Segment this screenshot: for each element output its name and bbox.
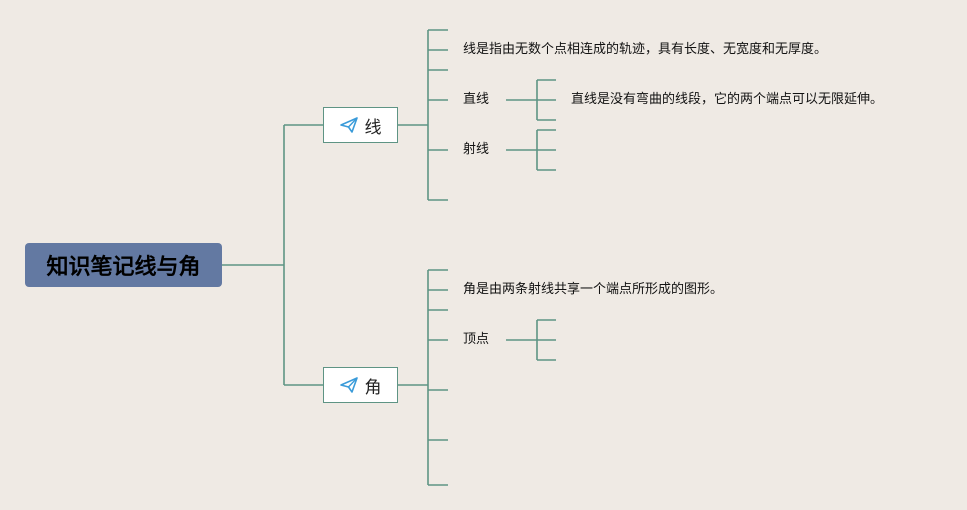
- ray-connector: [506, 129, 556, 171]
- angle-branch-ticks: [428, 269, 448, 486]
- root-title: 知识笔记线与角: [46, 255, 201, 280]
- branch-node-line[interactable]: 线: [323, 107, 398, 143]
- topic-ray[interactable]: 射线: [463, 142, 490, 157]
- branch-label-line: 线: [364, 117, 382, 138]
- branch-label-angle: 角: [364, 377, 382, 398]
- line-branch-ticks: [428, 29, 448, 201]
- paper-plane-icon: [339, 117, 358, 133]
- topic-straight-line[interactable]: 直线: [463, 92, 490, 107]
- topic-vertex[interactable]: 顶点: [463, 332, 490, 347]
- root-node[interactable]: 知识笔记线与角: [25, 243, 222, 287]
- straight-line-connector: [506, 79, 556, 121]
- straight-line-note[interactable]: 直线是没有弯曲的线段，它的两个端点可以无限延伸。: [571, 92, 884, 107]
- branch-node-angle[interactable]: 角: [323, 367, 398, 403]
- angle-definition[interactable]: 角是由两条射线共享一个端点所形成的图形。: [463, 282, 724, 297]
- line-definition[interactable]: 线是指由无数个点相连成的轨迹，具有长度、无宽度和无厚度。: [463, 42, 828, 57]
- vertex-connector: [506, 319, 556, 361]
- paper-plane-icon: [339, 377, 358, 393]
